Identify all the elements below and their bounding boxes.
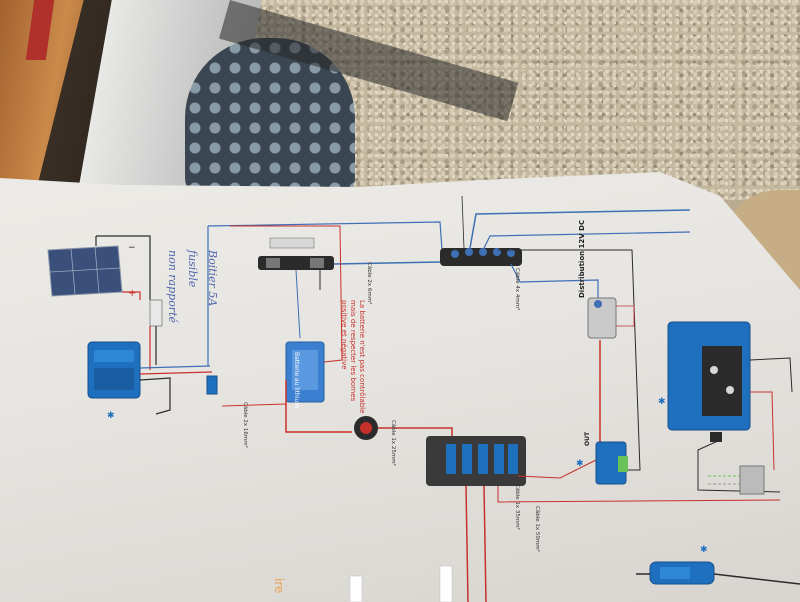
fuse-block-icon — [426, 436, 526, 486]
wire-label: Câble 2x 16mm² — [242, 402, 248, 448]
wire-label: Câble 4x 4mm² — [514, 268, 520, 311]
svg-text:✱: ✱ — [700, 545, 708, 555]
svg-text:✱: ✱ — [658, 397, 666, 407]
bluetooth-icon: ✱ — [107, 411, 115, 421]
dc-converter-icon — [595, 441, 628, 485]
svg-text:−: − — [128, 243, 136, 253]
distribution-label: Distribution 12V DC — [578, 219, 586, 298]
dc-distribution-icon — [587, 297, 617, 339]
wire-label: Câble 1x 35mm² — [514, 484, 520, 530]
battery-note: La batterie n'est pas contrôlable mais d… — [340, 300, 366, 414]
solar-isolator-icon — [149, 299, 163, 327]
busbar-icon — [440, 248, 522, 266]
out-label: OUT — [584, 431, 591, 446]
battery-monitor-label: Batterie au lithium — [293, 352, 300, 409]
charge-controller-icon — [87, 341, 141, 399]
handwritten-note: Boitier 5A fusible non rapporté — [166, 250, 219, 323]
battery-monitor-icon — [285, 341, 325, 403]
wire-label: Câble 1x 50mm² — [534, 506, 540, 552]
svg-text:✱: ✱ — [576, 459, 584, 469]
ac-outlet-icon — [739, 465, 765, 495]
wire-label: Câble 1x 25mm² — [390, 420, 396, 466]
corner-title: ire — [272, 578, 286, 594]
solar-panel-icon — [47, 245, 123, 297]
svg-text:+: + — [128, 288, 136, 299]
inverter-charger-icon — [667, 321, 751, 442]
battery-switch-icon — [354, 416, 378, 440]
wire-label: Câble 2x 6mm² — [366, 262, 372, 305]
battery-charger-icon — [649, 561, 715, 585]
shunt-icon — [258, 237, 334, 270]
inline-fuse-icon — [206, 375, 218, 395]
